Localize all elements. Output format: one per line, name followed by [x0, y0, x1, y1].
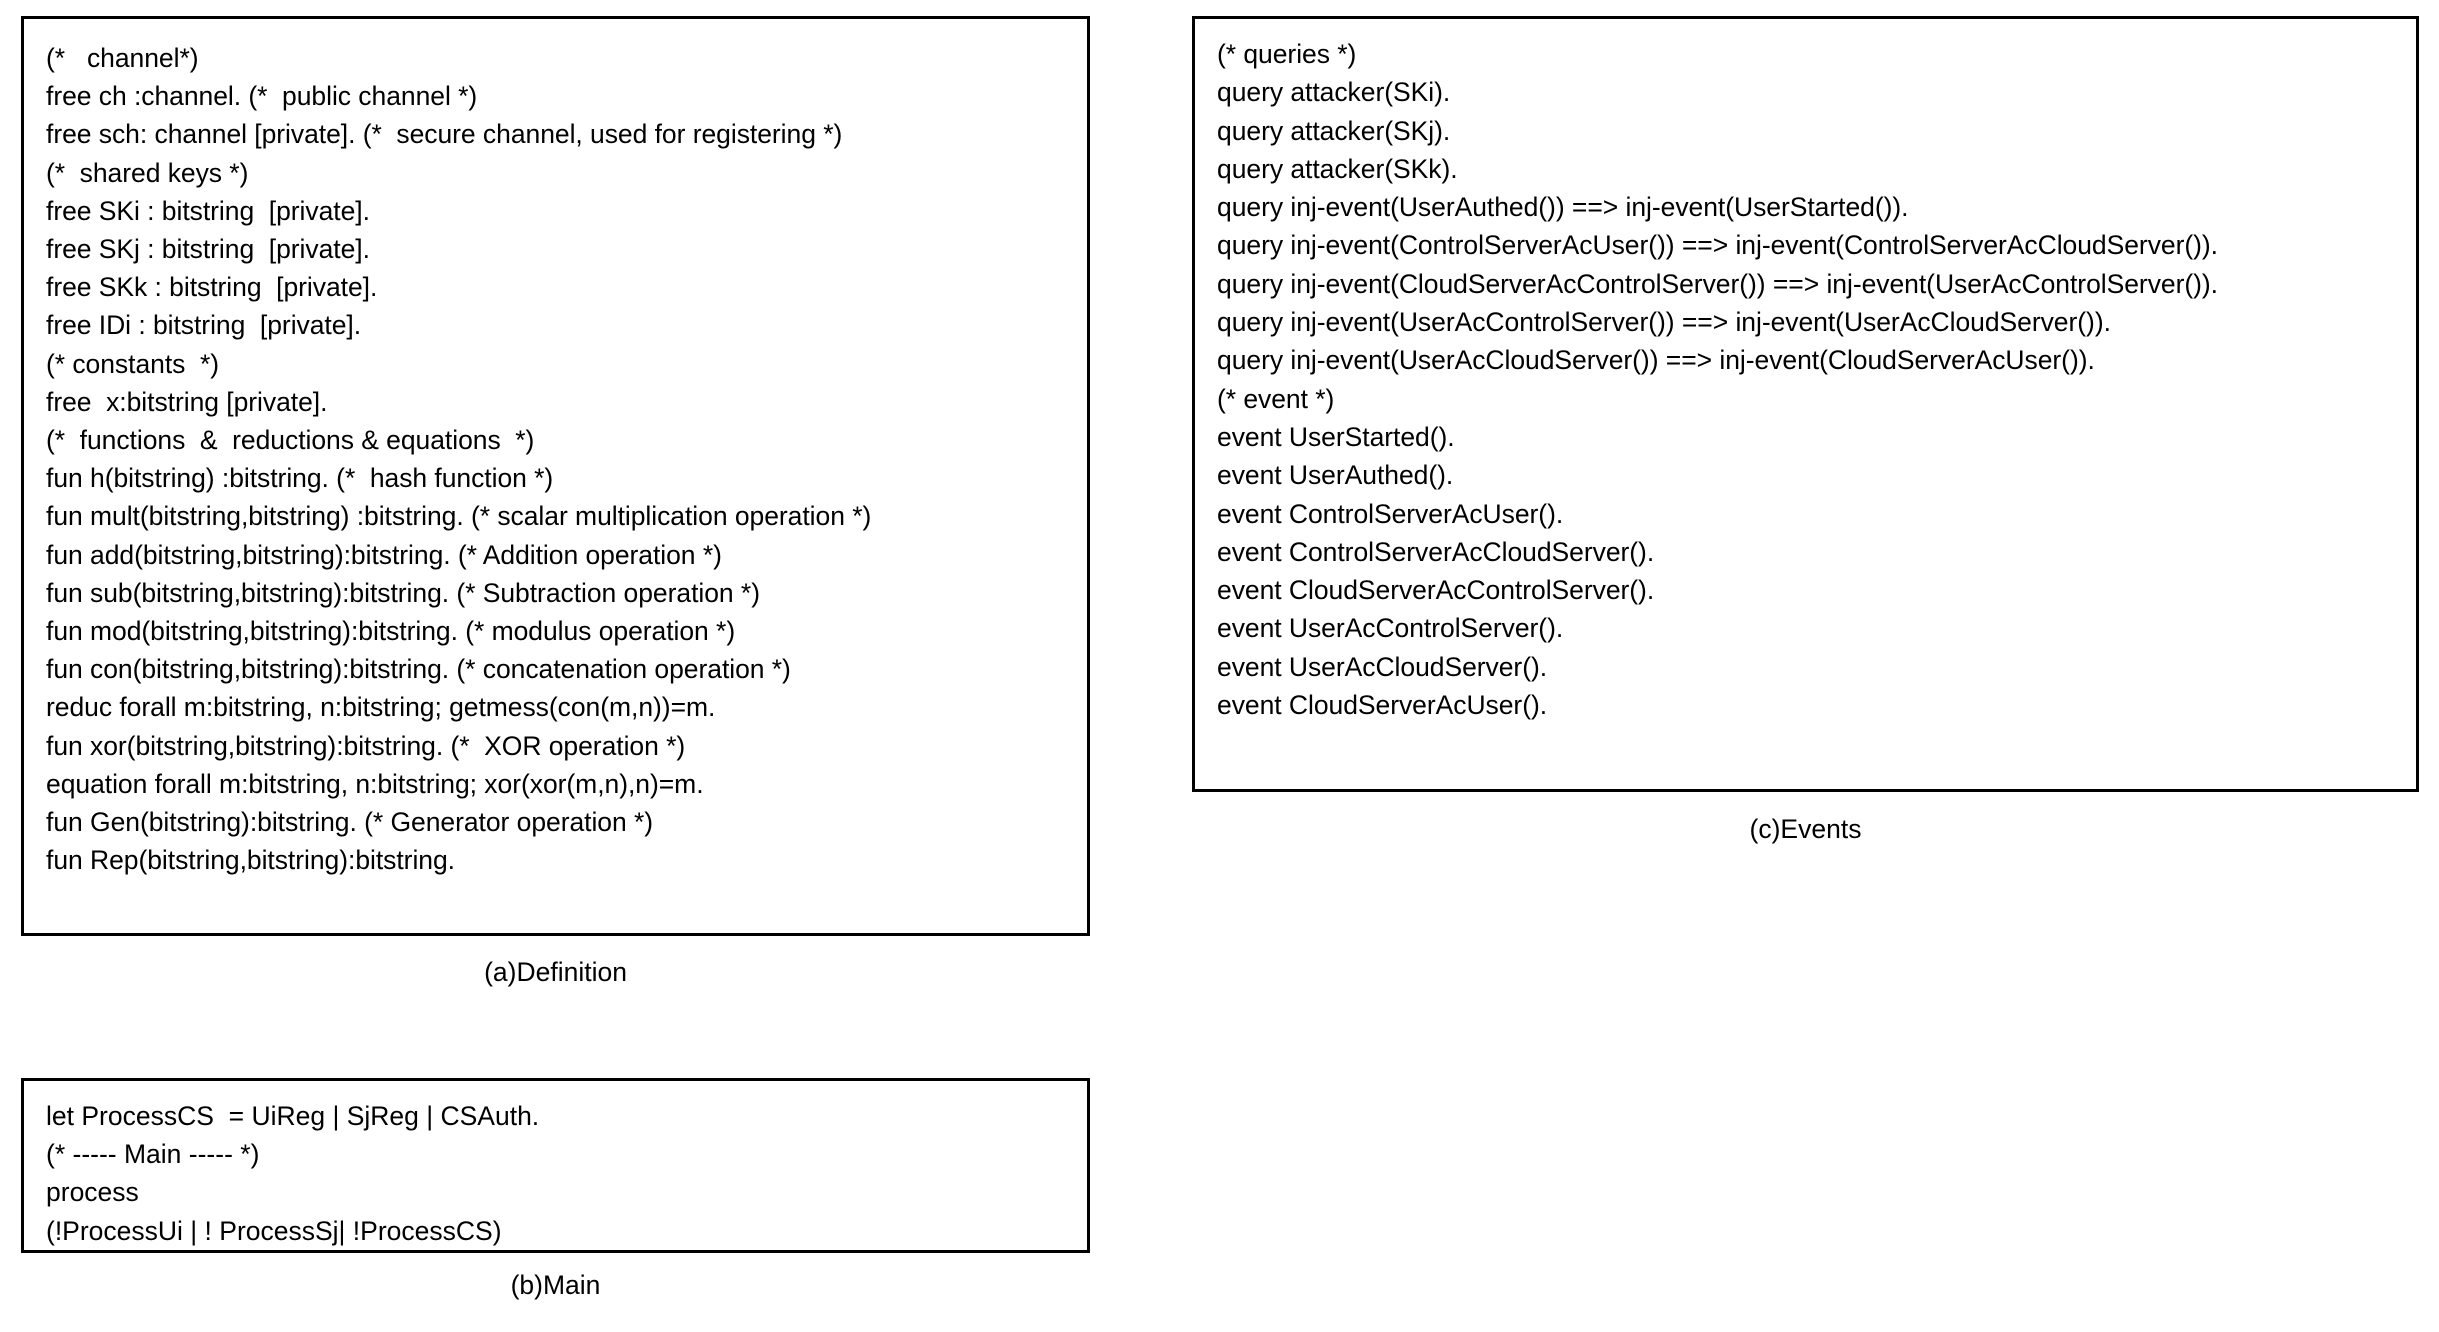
code-line: query inj-event(UserAcCloudServer()) ==>…: [1217, 345, 2095, 376]
main-code-panel: let ProcessCS = UiReg | SjReg | CSAuth. …: [21, 1078, 1090, 1253]
code-line: reduc forall m:bitstring, n:bitstring; g…: [46, 692, 716, 723]
code-line: (* queries *): [1217, 39, 1357, 69]
code-line: (!ProcessUi | ! ProcessSj| !ProcessCS): [46, 1215, 502, 1246]
code-line: fun con(bitstring,bitstring):bitstring. …: [46, 654, 791, 685]
code-line: query inj-event(UserAuthed()) ==> inj-ev…: [1217, 192, 1909, 223]
code-line: (* constants *): [46, 348, 219, 379]
code-line: free ch :channel. (* public channel *): [46, 81, 478, 112]
code-line: let ProcessCS = UiReg | SjReg | CSAuth.: [46, 1101, 540, 1131]
code-line: event UserAcControlServer().: [1217, 613, 1564, 644]
code-line: fun Rep(bitstring,bitstring):bitstring.: [46, 845, 455, 876]
code-line: (* shared keys *): [46, 157, 249, 188]
code-line: fun add(bitstring,bitstring):bitstring. …: [46, 539, 722, 570]
code-line: equation forall m:bitstring, n:bitstring…: [46, 768, 704, 799]
code-line: process: [46, 1177, 139, 1208]
code-line: event CloudServerAcUser().: [1217, 690, 1548, 721]
code-line: fun xor(bitstring,bitstring):bitstring. …: [46, 730, 686, 761]
code-line: fun Gen(bitstring):bitstring. (* Generat…: [46, 807, 654, 838]
code-line: fun mult(bitstring,bitstring) :bitstring…: [46, 501, 872, 532]
code-line: query inj-event(ControlServerAcUser()) =…: [1217, 230, 2218, 261]
code-line: query attacker(SKj).: [1217, 115, 1451, 146]
code-line: free SKk : bitstring [private].: [46, 272, 378, 303]
code-line: event UserAuthed().: [1217, 460, 1454, 491]
main-code-list: let ProcessCS = UiReg | SjReg | CSAuth. …: [46, 1097, 1087, 1250]
definition-panel-caption: (a)Definition: [484, 957, 627, 987]
events-code-panel: (* queries *) query attacker(SKi). query…: [1192, 16, 2419, 792]
code-line: free SKj : bitstring [private].: [46, 234, 370, 265]
events-panel-caption: (c)Events: [1749, 814, 1862, 844]
code-line: fun h(bitstring) :bitstring. (* hash fun…: [46, 463, 554, 494]
code-line: free sch: channel [private]. (* secure c…: [46, 119, 843, 150]
definition-code-list: (* channel*) free ch :channel. (* public…: [46, 39, 1087, 879]
code-line: event UserAcCloudServer().: [1217, 651, 1548, 682]
main-panel-caption: (b)Main: [510, 1270, 601, 1300]
code-line: (* event *): [1217, 383, 1335, 414]
code-line: (* functions & reductions & equations *): [46, 425, 535, 456]
code-line: fun mod(bitstring,bitstring):bitstring. …: [46, 616, 736, 647]
code-line: event UserStarted().: [1217, 421, 1455, 452]
definition-code-panel: (* channel*) free ch :channel. (* public…: [21, 16, 1090, 936]
events-code-list: (* queries *) query attacker(SKi). query…: [1217, 35, 2416, 724]
code-line: free IDi : bitstring [private].: [46, 310, 362, 341]
code-line: fun sub(bitstring,bitstring):bitstring. …: [46, 577, 760, 608]
code-line: free x:bitstring [private].: [46, 386, 328, 417]
code-line: event ControlServerAcUser().: [1217, 498, 1564, 529]
code-line: query inj-event(UserAcControlServer()) =…: [1217, 307, 2111, 338]
code-line: query attacker(SKi).: [1217, 77, 1451, 108]
code-line: (* ----- Main ----- *): [46, 1139, 260, 1170]
code-line: free SKi : bitstring [private].: [46, 195, 370, 226]
code-line: event ControlServerAcCloudServer().: [1217, 536, 1655, 567]
code-line: query attacker(SKk).: [1217, 153, 1458, 184]
code-line: event CloudServerAcControlServer().: [1217, 575, 1655, 606]
code-line: query inj-event(CloudServerAcControlServ…: [1217, 268, 2218, 299]
code-line: (* channel*): [46, 43, 199, 73]
